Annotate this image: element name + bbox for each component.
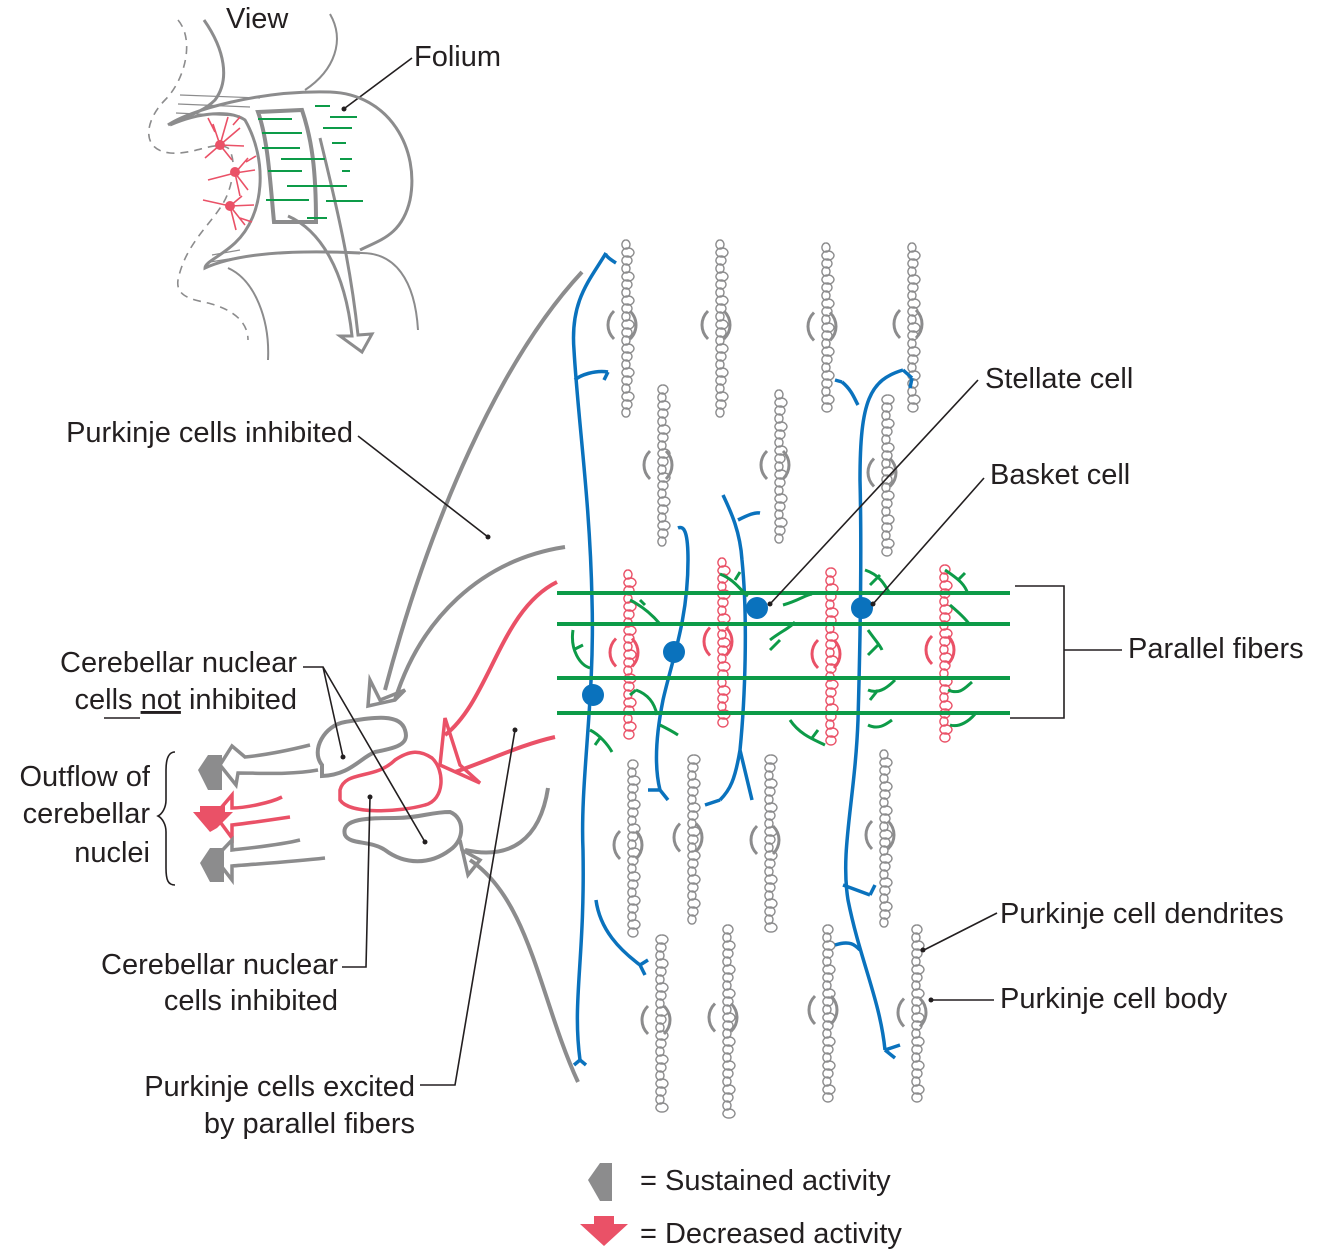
purkinje-cell-gray <box>749 754 781 933</box>
purkinje-cell-gray <box>612 759 644 938</box>
purkinje-excited-label-1: Purkinje cells excited <box>144 1071 415 1103</box>
parallel-fibers <box>557 591 1010 715</box>
purkinje-cell-gray <box>807 924 839 1103</box>
purkinje-cell-gray <box>707 924 739 1119</box>
outflow-label-3: nuclei <box>74 837 150 869</box>
purkinje-output-arrows <box>366 270 584 1083</box>
purkinje-cell-gray <box>759 389 791 544</box>
nuclear-inhibited-label-2: cells inhibited <box>164 985 338 1017</box>
purkinje-cells-inhibited <box>606 239 928 1119</box>
purkinje-dendrites-label: Purkinje cell dendrites <box>1000 898 1284 930</box>
stellate-cell-label: Stellate cell <box>985 363 1133 395</box>
legend-sustained-label: = Sustained activity <box>640 1165 891 1197</box>
purkinje-inhibited-label: Purkinje cells inhibited <box>66 417 353 449</box>
purkinje-cell-gray <box>896 924 928 1103</box>
purkinje-cell-pink <box>702 557 734 728</box>
purkinje-cell-gray <box>640 934 672 1113</box>
legend-decreased-label: = Decreased activity <box>640 1218 902 1250</box>
legend: = Sustained activity = Decreased activit… <box>580 1163 902 1250</box>
gray-left-arrow-icon <box>588 1163 612 1201</box>
purkinje-body-label: Purkinje cell body <box>1000 983 1228 1015</box>
left-labels: Purkinje cells inhibited Cerebellar nucl… <box>19 417 518 1140</box>
cerebellar-nuclei <box>315 715 464 864</box>
sustained-arrow-icon <box>198 755 222 790</box>
purkinje-cell-pink <box>924 564 956 743</box>
outflow-label-1: Outflow of <box>19 761 150 793</box>
purkinje-cell-icons <box>202 116 257 231</box>
nuclear-not-inhibited-label-2: cells not inhibited <box>75 684 298 716</box>
purkinje-cell-gray <box>606 239 638 418</box>
purkinje-cell-gray <box>642 384 674 547</box>
outflow-arrows <box>156 743 326 886</box>
pink-down-arrow-icon <box>580 1216 628 1246</box>
nuclear-inhibited-label-1: Cerebellar nuclear <box>101 949 338 981</box>
purkinje-cell-gray <box>864 749 896 928</box>
purkinje-excited-label-2: by parallel fibers <box>204 1108 415 1140</box>
purkinje-cell-gray <box>672 754 704 925</box>
stellate-basket-cells <box>582 597 873 706</box>
outflow-label-2: cerebellar <box>23 798 151 830</box>
sustained-arrow-icon <box>200 848 224 882</box>
parallel-fibers-label: Parallel fibers <box>1128 633 1304 665</box>
purkinje-cell-gray <box>892 242 924 413</box>
purkinje-cell-gray <box>806 242 838 413</box>
inhibitory-interneurons <box>571 252 914 1067</box>
parallel-fiber-branches <box>570 568 977 753</box>
decreased-arrow-icon <box>193 806 233 832</box>
purkinje-cell-gray <box>866 394 898 557</box>
view-label: View <box>226 3 289 35</box>
nuclear-not-inhibited-label-1: Cerebellar nuclear <box>60 647 297 679</box>
basket-cell-label: Basket cell <box>990 459 1130 491</box>
folium-label: Folium <box>414 41 501 73</box>
right-labels: Stellate cell Basket cell Parallel fiber… <box>767 363 1304 1015</box>
folium-inset: View Folium <box>147 3 501 361</box>
purkinje-cell-gray <box>700 239 732 418</box>
